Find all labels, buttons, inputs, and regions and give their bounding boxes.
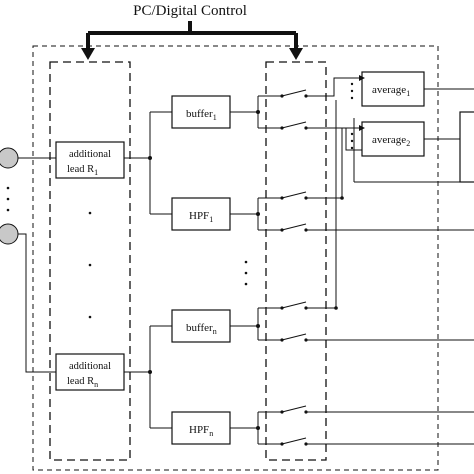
switch-bank (265, 61, 327, 461)
buffer-n-block: buffern (171, 309, 231, 343)
buffer-1-block: buffer1 (171, 95, 231, 129)
additional-lead-r1-line2: lead R (67, 164, 94, 175)
svg-text:lead Rn: lead Rn (67, 376, 98, 389)
buffer-n-sub: n (213, 327, 217, 336)
branch-wiring (124, 111, 172, 429)
system-enclosure (32, 45, 439, 471)
buffer-n-label: buffer (186, 322, 213, 334)
hpf-1-block: HPF1 (171, 197, 231, 231)
hpf-n-sub: n (209, 429, 213, 438)
resistor-ellipsis (88, 211, 92, 319)
additional-lead-rn-block (55, 353, 125, 391)
output-block (459, 111, 474, 183)
electrode-n-icon (0, 223, 19, 245)
average-1-block: average1 (361, 71, 425, 107)
additional-lead-r1-sub: 1 (94, 168, 98, 177)
average-2-label: average (372, 134, 406, 146)
svg-text:lead R1: lead R1 (67, 164, 98, 177)
average-1-sub: 1 (406, 89, 410, 98)
additional-lead-r1-line1: additional (69, 149, 111, 160)
svg-text:buffer1: buffer1 (186, 108, 217, 122)
lead-wiring (18, 157, 56, 373)
hpf-n-block: HPFn (171, 411, 231, 445)
additional-lead-rn-line2: lead R (67, 376, 94, 387)
lead-resistor-bank (49, 61, 131, 461)
electrode-ellipsis (6, 186, 10, 212)
hpf-n-label: HPF (189, 424, 209, 436)
svg-text:HPF1: HPF1 (189, 210, 213, 224)
switch-groups (230, 89, 318, 445)
svg-text:average1: average1 (372, 84, 410, 98)
switch-contacts (256, 94, 308, 446)
additional-lead-r1-block (55, 141, 125, 179)
buffer-1-sub: 1 (213, 113, 217, 122)
channel-ellipsis (244, 260, 248, 286)
control-title: PC/Digital Control (133, 3, 247, 19)
svg-text:buffern: buffern (186, 322, 217, 336)
additional-lead-rn-sub: n (94, 380, 98, 389)
svg-text:average2: average2 (372, 134, 410, 148)
buffer-1-label: buffer (186, 108, 213, 120)
svg-text:HPFn: HPFn (189, 424, 213, 438)
electrode-1-icon (0, 147, 19, 169)
average-ellipsis (350, 82, 354, 150)
average-2-sub: 2 (406, 139, 410, 148)
average-2-block: average2 (361, 121, 425, 157)
hpf-1-label: HPF (189, 210, 209, 222)
hpf-1-sub: 1 (209, 215, 213, 224)
additional-lead-rn-line1: additional (69, 361, 111, 372)
control-bus (81, 21, 303, 60)
average-1-label: average (372, 84, 406, 96)
